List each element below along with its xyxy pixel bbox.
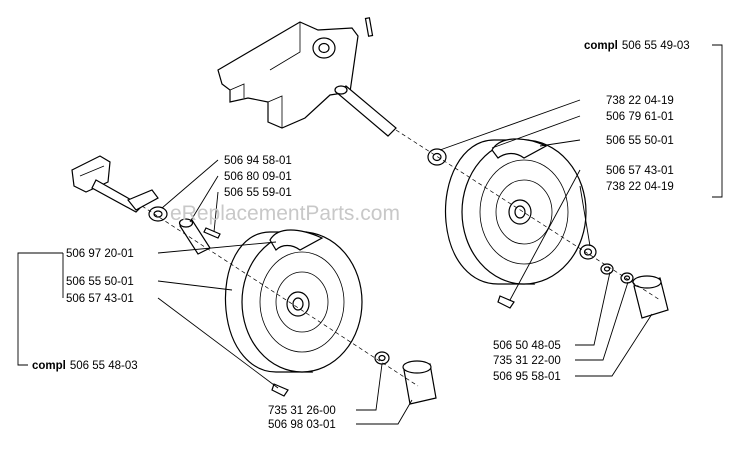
- right-part-label: 506 95 58-01: [493, 371, 561, 383]
- left-assembly-labels: 506 94 58-01 506 80 09-01 506 55 59-01 5…: [32, 155, 336, 431]
- left-compl-prefix: compl: [32, 360, 66, 372]
- left-pin: [203, 227, 221, 239]
- left-wheel: [224, 229, 363, 397]
- right-nut: [620, 272, 634, 284]
- right-assembly-labels: compl 506 55 49-03 738 22 04-19 506 79 61…: [493, 40, 690, 383]
- left-part-label: 506 80 09-01: [224, 171, 292, 183]
- right-part-label: 735 31 22-00: [493, 355, 561, 367]
- leader-lines: [17, 44, 723, 425]
- axis-lines: [141, 129, 661, 387]
- left-hubcap: [402, 360, 437, 405]
- left-compl-label: compl 506 55 48-03: [32, 360, 138, 372]
- right-part-label: 506 79 61-01: [606, 111, 674, 123]
- left-part-label: 506 55 50-01: [66, 276, 134, 288]
- left-part-label: 506 55 59-01: [224, 187, 292, 199]
- right-compl-prefix: compl: [584, 40, 618, 52]
- right-compl-number: 506 55 49-03: [622, 40, 690, 52]
- right-bearing-top: [427, 148, 447, 166]
- left-part-label: 506 97 20-01: [66, 248, 134, 260]
- left-compl-number: 506 55 48-03: [70, 360, 138, 372]
- right-part-label: 506 57 43-01: [606, 165, 674, 177]
- spindle-part: [71, 155, 159, 213]
- right-compl-label: compl 506 55 49-03: [584, 40, 690, 52]
- watermark-text: eReplacementParts.com: [170, 202, 400, 225]
- left-bearing: [374, 351, 390, 365]
- left-part-label: 506 98 03-01: [268, 419, 336, 431]
- right-bearing: [579, 244, 597, 260]
- left-part-label: 506 94 58-01: [224, 155, 292, 167]
- right-wheel: [444, 138, 587, 309]
- left-washer: [148, 206, 168, 222]
- left-part-label: 735 31 26-00: [268, 405, 336, 417]
- right-washer: [600, 263, 614, 275]
- right-part-label: 506 50 48-05: [493, 340, 561, 352]
- right-part-label: 506 55 50-01: [606, 135, 674, 147]
- right-part-label: 738 22 04-19: [606, 181, 674, 193]
- left-part-label: 506 57 43-01: [66, 293, 134, 305]
- mounting-bracket: [217, 17, 397, 137]
- right-part-label: 738 22 04-19: [606, 95, 674, 107]
- right-hubcap: [632, 275, 669, 319]
